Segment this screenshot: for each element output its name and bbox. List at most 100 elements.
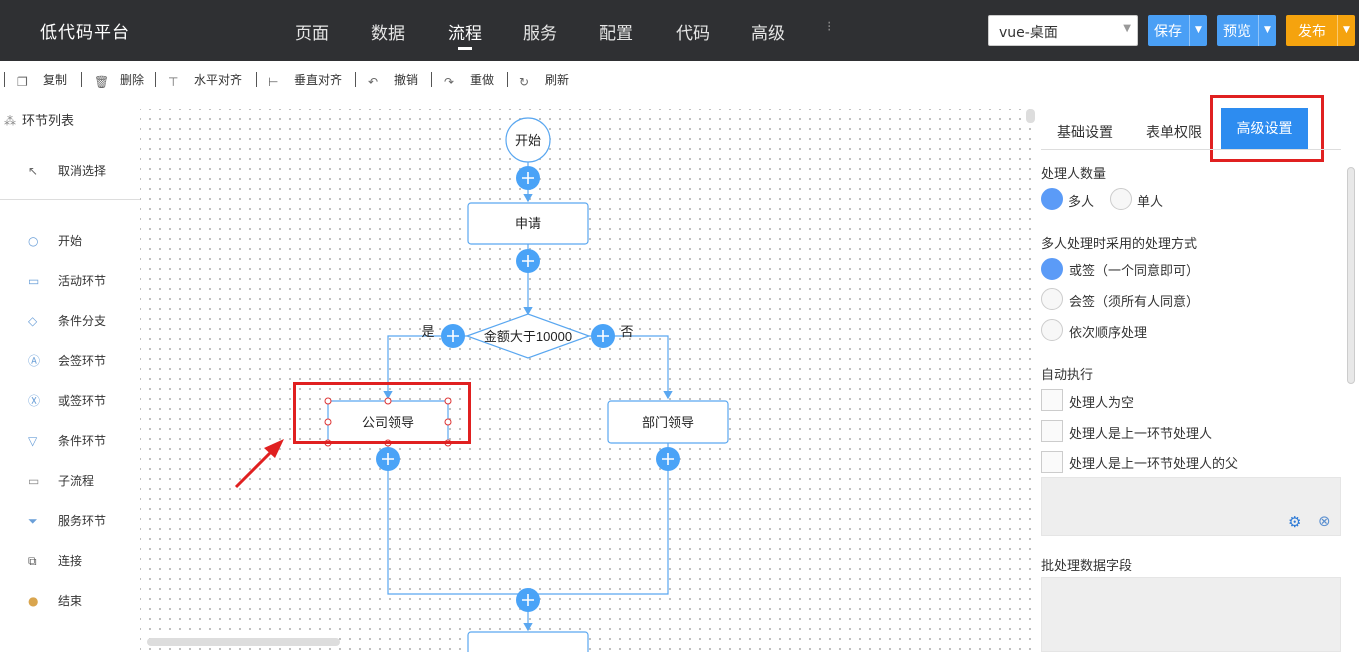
deselect-tool[interactable]: ↖取消选择 <box>28 164 107 178</box>
handler-count-label: 处理人数量 <box>1041 167 1107 182</box>
nav-overflow-icon[interactable]: ⁝ <box>827 19 832 35</box>
publish-dropdown-icon[interactable]: ▼ <box>1337 15 1355 46</box>
align-vertical-button[interactable]: ⊢垂直对齐 <box>268 73 343 89</box>
preview-dropdown-icon[interactable]: ▼ <box>1258 15 1276 46</box>
add-node-icon <box>656 447 680 471</box>
tab-advanced-settings[interactable]: 高级设置 <box>1221 108 1308 150</box>
nav-pages[interactable]: 页面 <box>295 24 329 44</box>
svg-text:公司领导: 公司领导 <box>362 415 414 430</box>
clear-circle-icon[interactable]: ⊗ <box>1318 512 1331 530</box>
nav-advanced[interactable]: 高级 <box>751 24 785 44</box>
preview-button[interactable]: 预览 ▼ <box>1217 15 1276 46</box>
node-next-partial[interactable] <box>467 631 589 652</box>
node-apply[interactable]: 申请 <box>467 202 589 245</box>
nav-data[interactable]: 数据 <box>371 24 405 44</box>
toolbar-divider <box>256 72 257 87</box>
radio-sequential[interactable] <box>1041 319 1063 341</box>
top-bar: 低代码平台 页面 数据 流程 服务 配置 代码 高级 ⁝ vue-桌面 ▼ 保存… <box>0 0 1359 61</box>
radio-or-sign[interactable] <box>1041 258 1063 280</box>
toolbar-divider <box>155 72 156 87</box>
node-start[interactable]: 开始 <box>505 117 551 163</box>
palette-item-activity[interactable]: ▭活动环节 <box>28 274 107 288</box>
connect-icon: ⧉ <box>28 554 37 568</box>
auto-exec-label: 自动执行 <box>1041 368 1094 383</box>
add-node-buttons[interactable] <box>376 166 680 612</box>
radio-single-handler[interactable] <box>1110 188 1132 210</box>
rect-icon: ▭ <box>28 274 40 288</box>
checkbox-handler-prev-parent-label: 处理人是上一环节处理人的父 <box>1069 457 1239 472</box>
node-palette <box>0 99 140 652</box>
refresh-button[interactable]: ↻刷新 <box>519 73 570 89</box>
tab-form-permissions[interactable]: 表单权限 <box>1146 125 1202 141</box>
auto-exec-script-area[interactable] <box>1041 477 1341 536</box>
platform-select[interactable]: vue-桌面 ▼ <box>988 15 1138 46</box>
redo-icon: ↷ <box>444 75 455 89</box>
checkbox-handler-empty[interactable] <box>1041 389 1063 411</box>
toolbar-divider <box>4 72 5 87</box>
radio-multiple-handlers[interactable] <box>1041 188 1063 210</box>
app-title: 低代码平台 <box>40 23 130 43</box>
platform-select-value: vue-桌面 <box>999 25 1058 41</box>
batch-field-label: 批处理数据字段 <box>1041 559 1133 574</box>
annotation-highlight-node <box>293 382 471 444</box>
subprocess-icon: ▭ <box>28 474 40 488</box>
tab-basic-settings[interactable]: 基础设置 <box>1057 125 1113 141</box>
toolbar <box>0 61 1359 99</box>
publish-button[interactable]: 发布 ▼ <box>1286 15 1355 46</box>
flow-canvas[interactable] <box>140 109 1035 652</box>
nav-workflow[interactable]: 流程 <box>448 24 482 44</box>
trash-icon: 🗑 <box>94 75 110 89</box>
delete-button[interactable]: 🗑删除 <box>94 73 145 89</box>
annotation-arrow-left <box>234 439 284 489</box>
checkbox-handler-prev[interactable] <box>1041 420 1063 442</box>
node-dept-leader[interactable]: 部门领导 <box>607 400 729 444</box>
nav-config[interactable]: 配置 <box>599 24 633 44</box>
svg-text:部门领导: 部门领导 <box>642 415 694 430</box>
circle-icon: ○ <box>28 234 39 248</box>
svg-text:申请: 申请 <box>515 216 541 231</box>
service-icon: ⏷ <box>28 514 38 528</box>
checkbox-handler-prev-label: 处理人是上一环节处理人 <box>1069 427 1213 442</box>
radio-counter-sign-label: 会签（须所有人同意） <box>1069 295 1200 310</box>
triangle-icon: ▽ <box>28 434 38 448</box>
palette-item-start[interactable]: ○开始 <box>28 234 83 248</box>
radio-or-sign-label: 或签（一个同意即可） <box>1069 264 1200 279</box>
save-button[interactable]: 保存 ▼ <box>1148 15 1207 46</box>
palette-item-service[interactable]: ⏷服务环节 <box>28 514 107 528</box>
palette-item-subprocess[interactable]: ▭子流程 <box>28 474 95 488</box>
svg-text:开始: 开始 <box>515 133 541 148</box>
redo-button[interactable]: ↷重做 <box>444 73 495 89</box>
palette-item-connect[interactable]: ⧉连接 <box>28 554 83 568</box>
toolbar-divider <box>431 72 432 87</box>
undo-icon: ↶ <box>368 75 379 89</box>
palette-item-condition[interactable]: ▽条件环节 <box>28 434 107 448</box>
checkbox-handler-prev-parent[interactable] <box>1041 451 1063 473</box>
chevron-down-icon: ▼ <box>1123 23 1131 34</box>
multi-mode-label: 多人处理时采用的处理方式 <box>1041 237 1198 252</box>
palette-item-end[interactable]: ●结束 <box>28 594 83 608</box>
countersign-icon: Ⓐ <box>28 354 41 368</box>
node-condition[interactable]: 金额大于10000 <box>465 313 591 359</box>
nav-service[interactable]: 服务 <box>523 24 557 44</box>
align-horizontal-button[interactable]: ⊤水平对齐 <box>168 73 243 89</box>
publish-label: 发布 <box>1298 24 1326 40</box>
gear-icon[interactable]: ⚙ <box>1288 513 1302 531</box>
align-horizontal-icon: ⊤ <box>168 75 179 89</box>
toolbar-divider <box>81 72 82 87</box>
save-label: 保存 <box>1154 24 1182 40</box>
radio-counter-sign[interactable] <box>1041 288 1063 310</box>
diamond-icon: ◇ <box>28 314 38 328</box>
palette-item-condition-branch[interactable]: ◇条件分支 <box>28 314 107 328</box>
canvas-horizontal-scrollbar[interactable] <box>147 638 340 646</box>
undo-button[interactable]: ↶撤销 <box>368 73 419 89</box>
batch-field-area[interactable] <box>1041 577 1341 652</box>
save-dropdown-icon[interactable]: ▼ <box>1189 15 1207 46</box>
copy-button[interactable]: ❐复制 <box>17 73 68 89</box>
tab-divider <box>1041 149 1341 150</box>
nav-code[interactable]: 代码 <box>676 24 710 44</box>
toolbar-divider <box>507 72 508 87</box>
canvas-vertical-scrollbar[interactable] <box>1026 109 1035 123</box>
panel-vertical-scrollbar[interactable] <box>1347 167 1355 384</box>
